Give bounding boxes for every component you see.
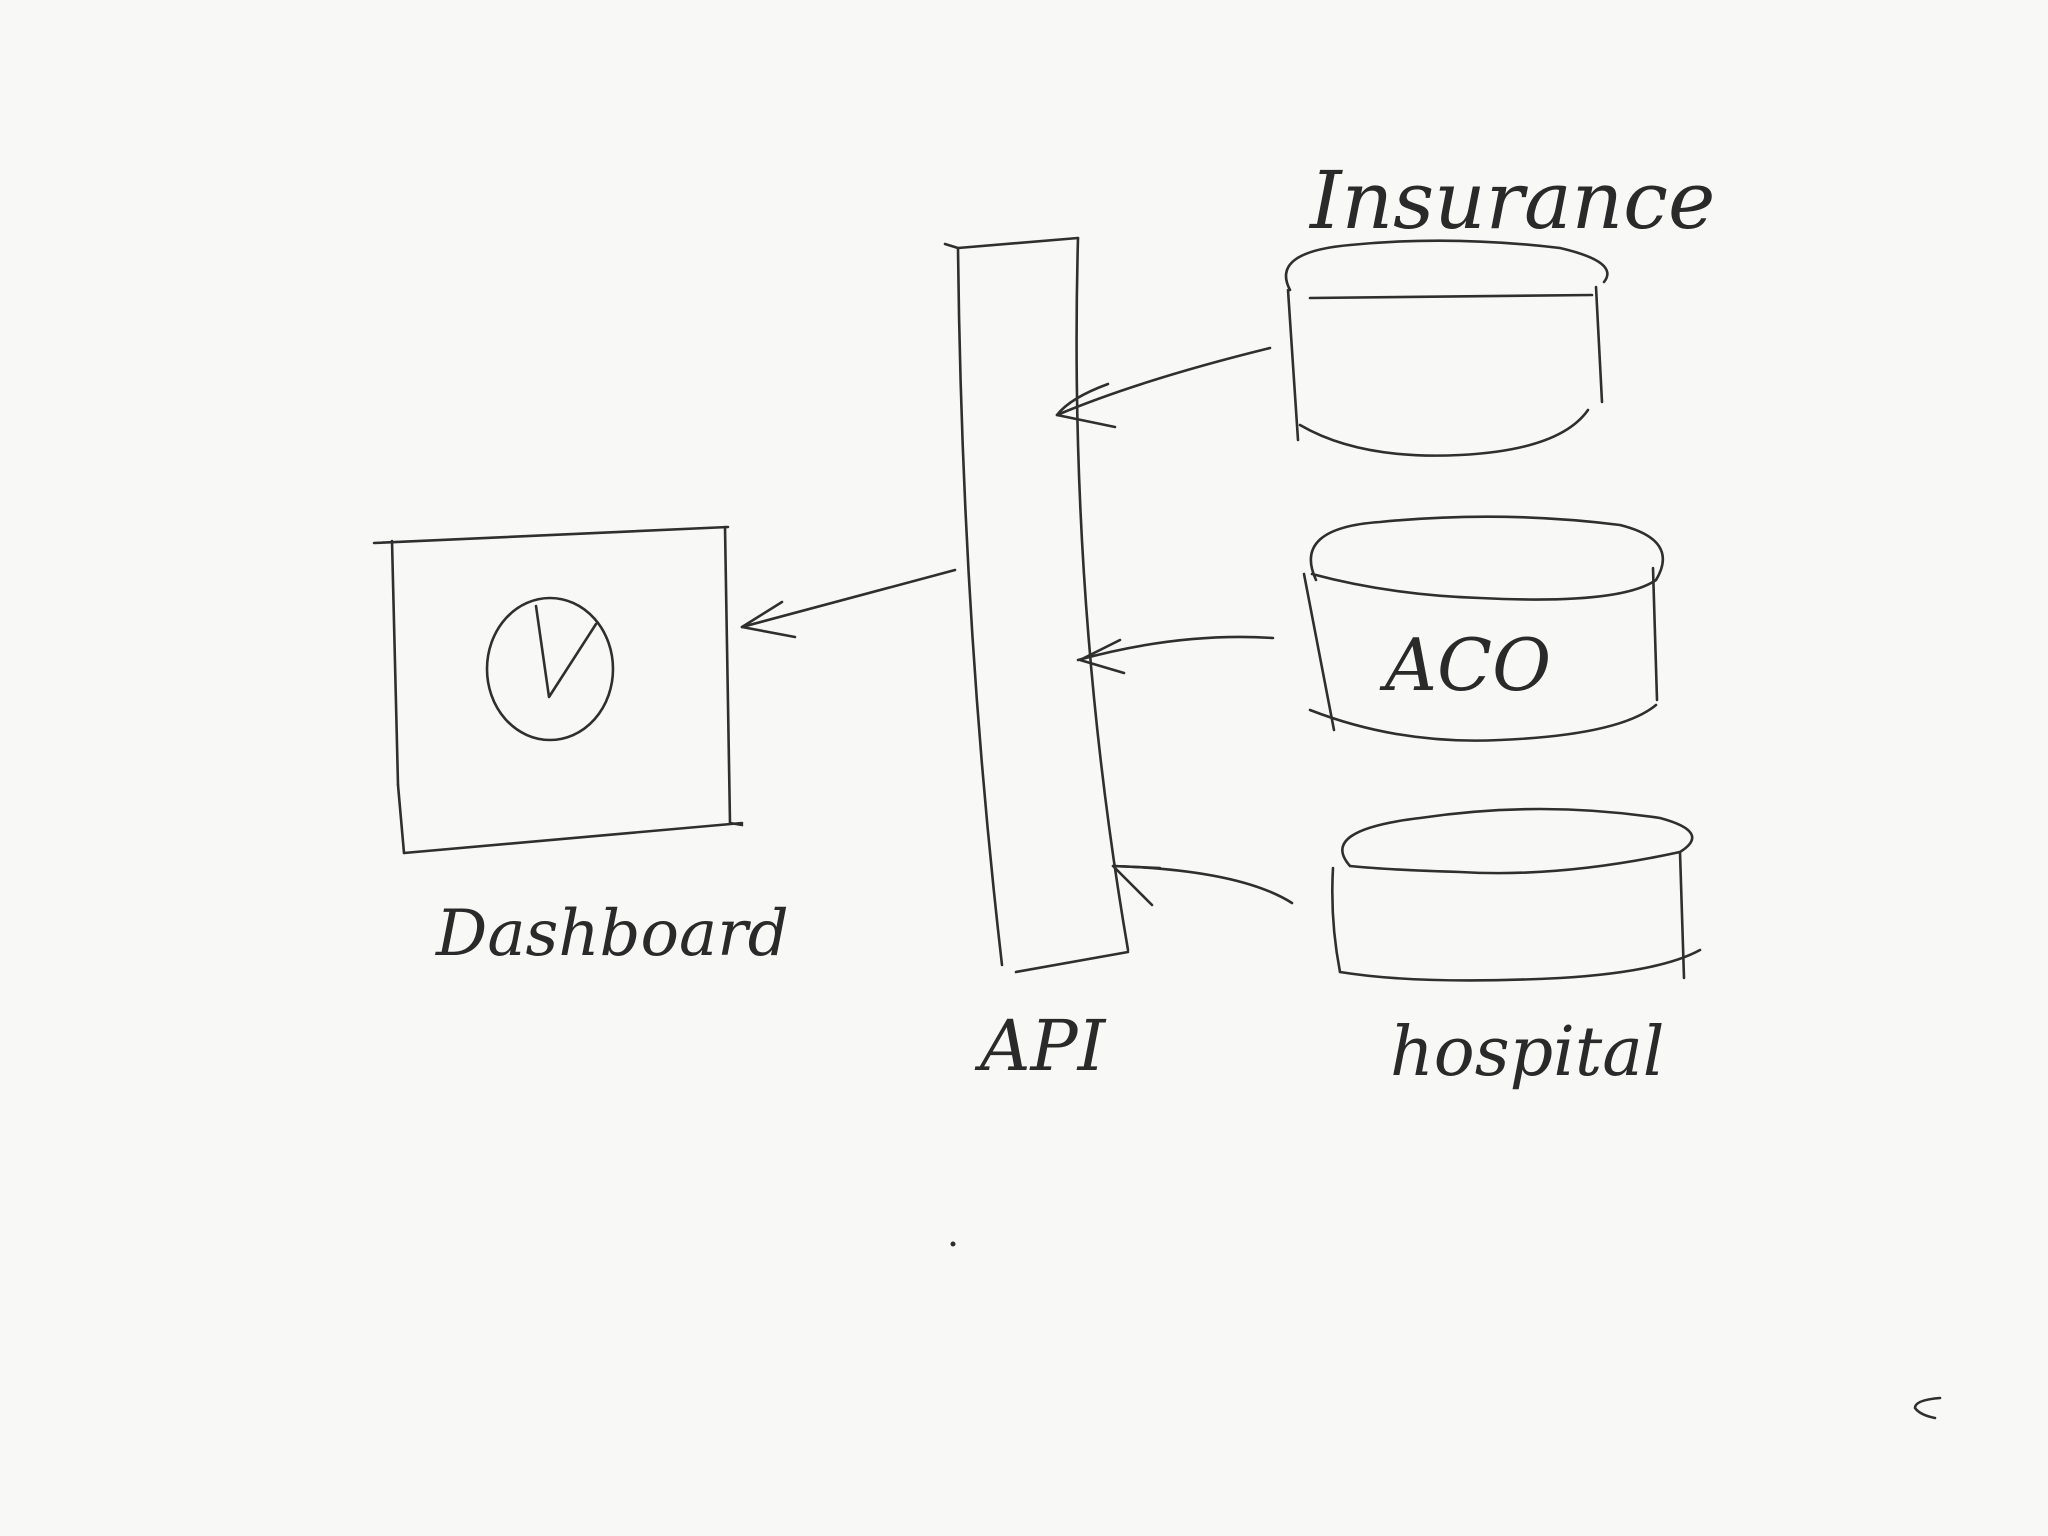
stray-mark — [1913, 1396, 1942, 1420]
dashboard-node[interactable] — [372, 525, 744, 855]
database-icon — [1331, 807, 1702, 982]
hospital-label: hospital — [1390, 1013, 1665, 1092]
dashboard-label: Dashboard — [435, 897, 789, 971]
stray-dot — [950, 1241, 956, 1247]
aco-label: ACO — [1379, 623, 1551, 707]
insurance-node[interactable] — [1284, 239, 1609, 457]
edge-api-to-dashboard — [740, 568, 957, 639]
api-node[interactable] — [943, 236, 1130, 974]
api-label: API — [974, 1005, 1107, 1087]
database-icon — [1302, 515, 1665, 742]
database-icon — [1284, 239, 1609, 457]
hospital-node[interactable] — [1331, 807, 1702, 982]
insurance-label: Insurance — [1308, 154, 1715, 247]
aco-node[interactable]: ACO — [1302, 515, 1665, 742]
edge-hospital-to-api — [1111, 864, 1294, 907]
edge-insurance-to-api — [1055, 346, 1272, 429]
edge-aco-to-api — [1076, 635, 1275, 675]
gauge-icon — [485, 596, 615, 742]
